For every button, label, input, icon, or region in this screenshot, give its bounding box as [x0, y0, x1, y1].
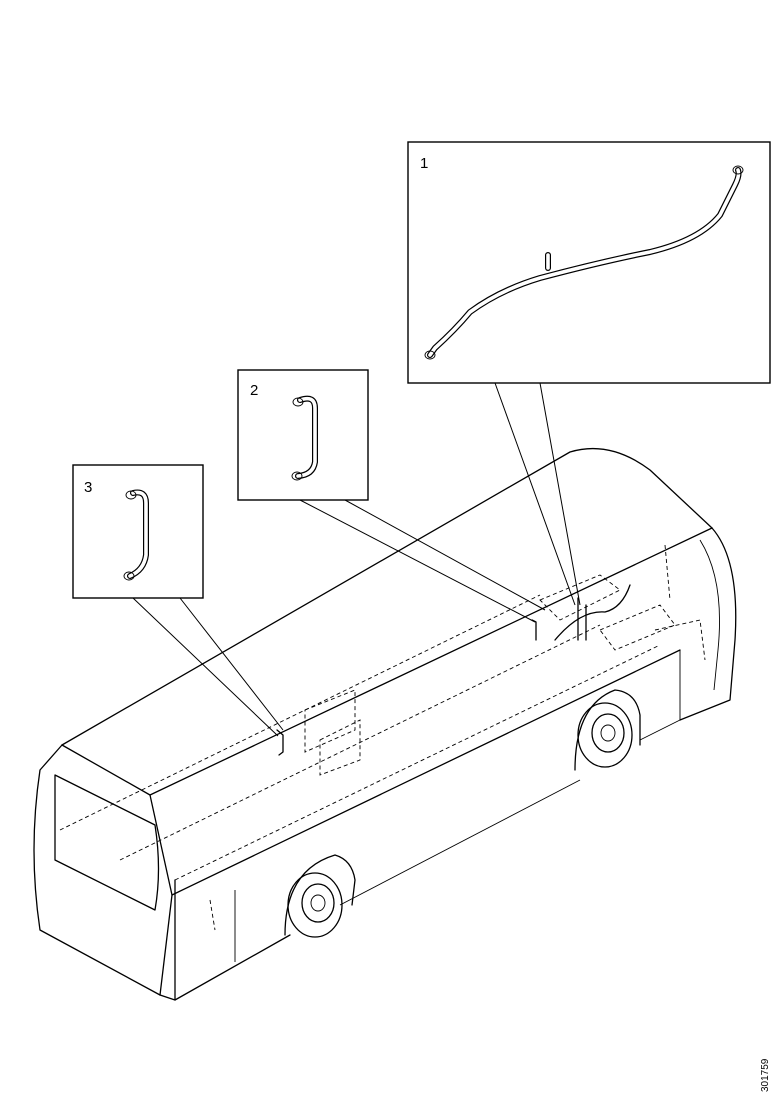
pipe-1-icon [424, 165, 744, 360]
callout-leaders [132, 382, 581, 737]
figure-reference-code: 301759 [760, 1058, 771, 1092]
leader-3 [132, 597, 284, 737]
callout-1-number: 1 [420, 155, 428, 172]
bus-illustration [33, 447, 737, 1001]
pipe-3-icon [123, 489, 149, 581]
callout-1: 1 [407, 141, 771, 384]
callout-3: 3 [72, 464, 204, 599]
callout-3-number: 3 [84, 479, 92, 496]
leader-1 [494, 382, 581, 606]
leader-2 [299, 499, 546, 623]
pipe-2-icon [291, 395, 318, 481]
callout-2-number: 2 [250, 382, 258, 399]
callout-2: 2 [237, 369, 369, 501]
